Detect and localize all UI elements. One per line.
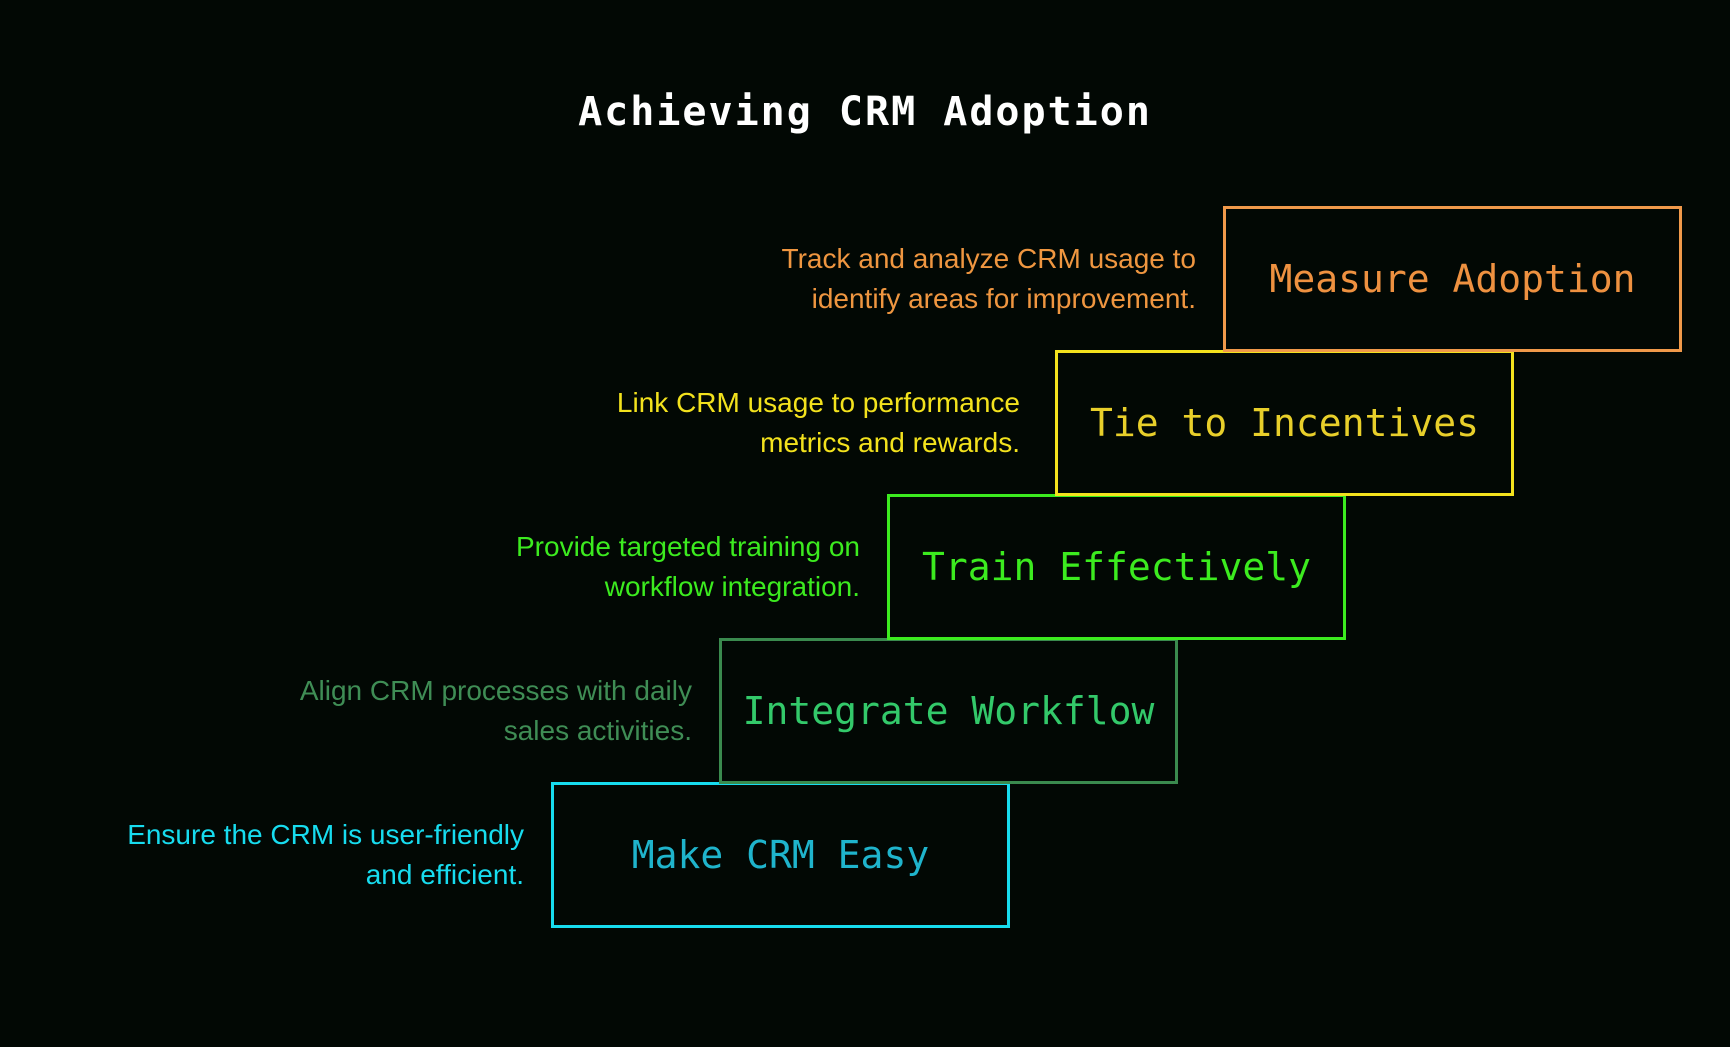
step-description-line: Track and analyze CRM usage to xyxy=(781,243,1197,274)
step-description-train-effectively: Provide targeted training on workflow in… xyxy=(340,527,860,607)
step-description-measure-adoption: Track and analyze CRM usage to identify … xyxy=(676,239,1197,319)
step-description-line: identify areas for improvement. xyxy=(811,283,1196,314)
step-description-line: sales activities. xyxy=(503,715,692,746)
step-description-integrate-workflow: Align CRM processes with daily sales act… xyxy=(172,671,692,751)
step-label: Measure Adoption xyxy=(1269,257,1636,301)
step-description-line: Provide targeted training on xyxy=(516,531,860,562)
step-description-line: metrics and rewards. xyxy=(760,427,1020,458)
step-description-line: Align CRM processes with daily xyxy=(299,675,692,706)
step-description-make-crm-easy: Ensure the CRM is user-friendly and effi… xyxy=(4,815,524,895)
step-label: Train Effectively xyxy=(922,545,1311,589)
step-box-train-effectively: Train Effectively xyxy=(887,494,1346,640)
step-description-line: and efficient. xyxy=(365,859,524,890)
step-description-line: Ensure the CRM is user-friendly xyxy=(127,819,524,850)
step-box-make-crm-easy: Make CRM Easy xyxy=(551,782,1010,928)
step-description-line: workflow integration. xyxy=(604,571,860,602)
diagram-title: Achieving CRM Adoption xyxy=(578,89,1152,135)
step-box-measure-adoption: Measure Adoption xyxy=(1223,206,1682,352)
step-description-line: Link CRM usage to performance xyxy=(616,387,1020,418)
step-box-integrate-workflow: Integrate Workflow xyxy=(719,638,1178,784)
step-label: Integrate Workflow xyxy=(742,689,1155,733)
step-description-tie-to-incentives: Link CRM usage to performance metrics an… xyxy=(500,383,1020,463)
step-label: Tie to Incentives xyxy=(1090,401,1479,445)
step-box-tie-to-incentives: Tie to Incentives xyxy=(1055,350,1514,496)
step-label: Make CRM Easy xyxy=(631,833,930,877)
